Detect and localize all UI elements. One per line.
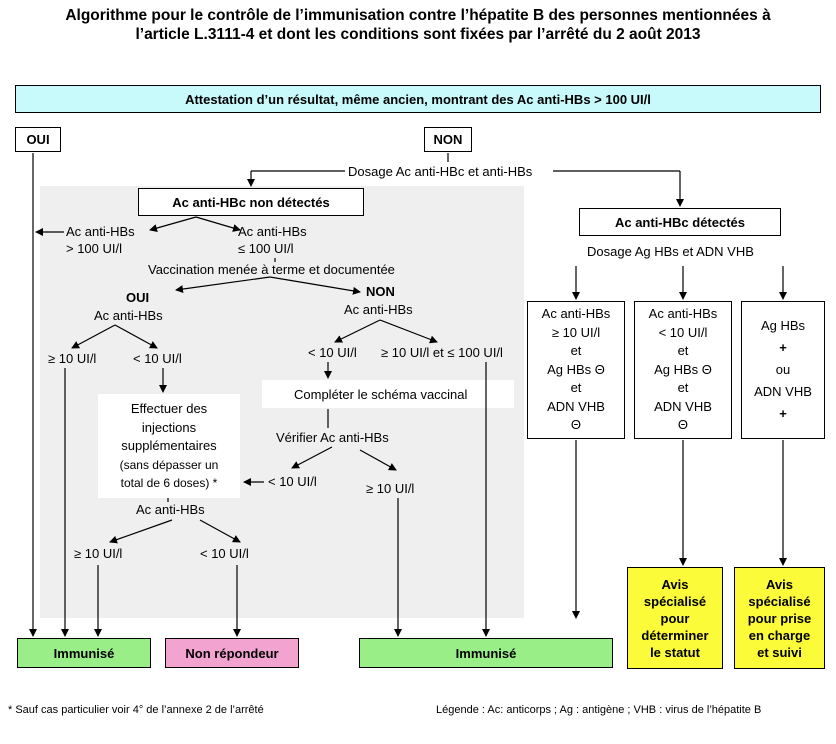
- result-immunise-1: Immunisé: [17, 638, 151, 668]
- col2-line: et: [677, 380, 689, 396]
- injections-line: injections: [141, 419, 197, 435]
- between: ≥ 10 UI/l et ≤ 100 UI/l: [381, 345, 503, 360]
- ge10-a: ≥ 10 UI/l: [48, 351, 97, 366]
- non-box: NON: [424, 127, 472, 152]
- avis2-line: en charge: [748, 627, 811, 643]
- hbs-le100-l1: Ac anti-HBs: [238, 224, 307, 239]
- hbc-non-detectes-box: Ac anti-HBc non détectés: [138, 188, 364, 216]
- injections-text: Effectuer des injections supplémentaires…: [98, 400, 240, 493]
- top-condition-text: Attestation d’un résultat, même ancien, …: [185, 91, 651, 107]
- col1-line: et: [570, 343, 582, 359]
- completer-text: Compléter le schéma vaccinal: [294, 387, 468, 402]
- immunise-1-label: Immunisé: [53, 645, 115, 661]
- col3-box: Ag HBs + ou ADN VHB +: [741, 301, 825, 439]
- col1-line: et: [570, 380, 582, 396]
- col1-line: Θ: [570, 417, 582, 433]
- col3-line: ADN VHB: [754, 384, 812, 399]
- col2-box: Ac anti-HBs < 10 UI/l et Ag HBs Θ et ADN…: [634, 301, 732, 439]
- result-avis-suivi: Avis spécialisé pour prise en charge et …: [734, 567, 825, 669]
- col3-line: Ag HBs: [760, 318, 806, 333]
- col1-line: ≥ 10 UI/l: [551, 324, 601, 340]
- title-line-2: l’article L.3111-4 et dont les condition…: [135, 26, 701, 43]
- hbs-gt100-l2: > 100 UI/l: [66, 241, 123, 256]
- non-repondeur-label: Non répondeur: [185, 645, 279, 661]
- injections-box: [98, 394, 240, 498]
- oui-label: OUI: [26, 132, 50, 147]
- lt10-b: < 10 UI/l: [308, 345, 357, 360]
- col3-line: +: [779, 406, 787, 421]
- legend: Légende : Ac: anticorps ; Ag : antigène …: [436, 704, 762, 716]
- avis2-line: spécialisé: [748, 593, 811, 609]
- hbc-detectes-box: Ac anti-HBc détectés: [579, 208, 781, 236]
- avis2-line: et suivi: [757, 644, 802, 660]
- footnote: * Sauf cas particulier voir 4° de l’anne…: [8, 704, 264, 716]
- dosage-hbc-hbs: Dosage Ac anti-HBc et anti-HBs: [348, 164, 533, 179]
- vac-non: NON: [366, 284, 395, 299]
- col2-line: Ag HBs Θ: [654, 361, 712, 377]
- non-label: NON: [433, 132, 463, 147]
- lt10-c: < 10 UI/l: [268, 474, 317, 489]
- hbc-non-detectes-label: Ac anti-HBc non détectés: [172, 194, 330, 210]
- page-title: Algorithme pour le contrôle de l’immunis…: [8, 6, 828, 44]
- vac-non-sub: Ac anti-HBs: [344, 302, 413, 317]
- lt10-d: < 10 UI/l: [200, 546, 249, 561]
- col1-line: ADN VHB: [547, 398, 605, 414]
- col1-line: Ac anti-HBs: [541, 306, 611, 322]
- hbs-gt100-l1: Ac anti-HBs: [66, 224, 135, 239]
- result-non-repondeur: Non répondeur: [165, 638, 299, 668]
- hbc-detectes-label: Ac anti-HBc détectés: [614, 214, 746, 230]
- oui-box: OUI: [15, 127, 61, 152]
- avis2-line: pour prise: [747, 610, 812, 626]
- col3-line: ou: [775, 362, 791, 377]
- injections-line: (sans dépasser un: [119, 457, 219, 472]
- col1-line: Ag HBs Θ: [547, 361, 605, 377]
- verifier-text: Vérifier Ac anti-HBs: [276, 430, 389, 445]
- col2-line: ADN VHB: [654, 398, 712, 414]
- dosage-ag-adn: Dosage Ag HBs et ADN VHB: [587, 244, 754, 259]
- col2-line: < 10 UI/l: [658, 324, 708, 340]
- immunise-2-label: Immunisé: [455, 645, 517, 661]
- vaccination-question: Vaccination menée à terme et documentée: [148, 262, 395, 277]
- hbs-le100-l2: ≤ 100 UI/l: [238, 241, 294, 256]
- vac-oui-sub: Ac anti-HBs: [94, 308, 163, 323]
- injections-line: Effectuer des: [130, 401, 208, 416]
- result-immunise-2: Immunisé: [359, 638, 613, 668]
- ge10-c: ≥ 10 UI/l: [366, 481, 415, 496]
- ge10-d: ≥ 10 UI/l: [74, 546, 123, 561]
- avis1-line: spécialisé: [643, 593, 707, 609]
- injections-line: total de 6 doses) *: [120, 476, 218, 490]
- col2-line: Θ: [677, 417, 689, 433]
- completer-box: [262, 380, 514, 408]
- col2-line: Ac anti-HBs: [648, 306, 718, 322]
- avis1-line: déterminer: [641, 627, 709, 643]
- col3-line: +: [779, 340, 787, 355]
- result-avis-statut: Avis spécialisé pour déterminer le statu…: [627, 567, 723, 669]
- lt10-a: < 10 UI/l: [133, 351, 182, 366]
- avis1-line: Avis: [661, 576, 689, 592]
- top-condition-box: Attestation d’un résultat, même ancien, …: [15, 85, 821, 113]
- avis2-line: Avis: [766, 576, 793, 592]
- vac-oui: OUI: [126, 290, 150, 305]
- avis1-line: pour: [660, 610, 690, 626]
- col1-box: Ac anti-HBs ≥ 10 UI/l et Ag HBs Θ et ADN…: [527, 301, 625, 439]
- acanti-bottom: Ac anti-HBs: [136, 502, 205, 517]
- avis1-line: le statut: [650, 644, 700, 660]
- injections-line: supplémentaires: [121, 438, 217, 453]
- col2-line: et: [677, 343, 689, 359]
- title-line-1: Algorithme pour le contrôle de l’immunis…: [65, 7, 771, 24]
